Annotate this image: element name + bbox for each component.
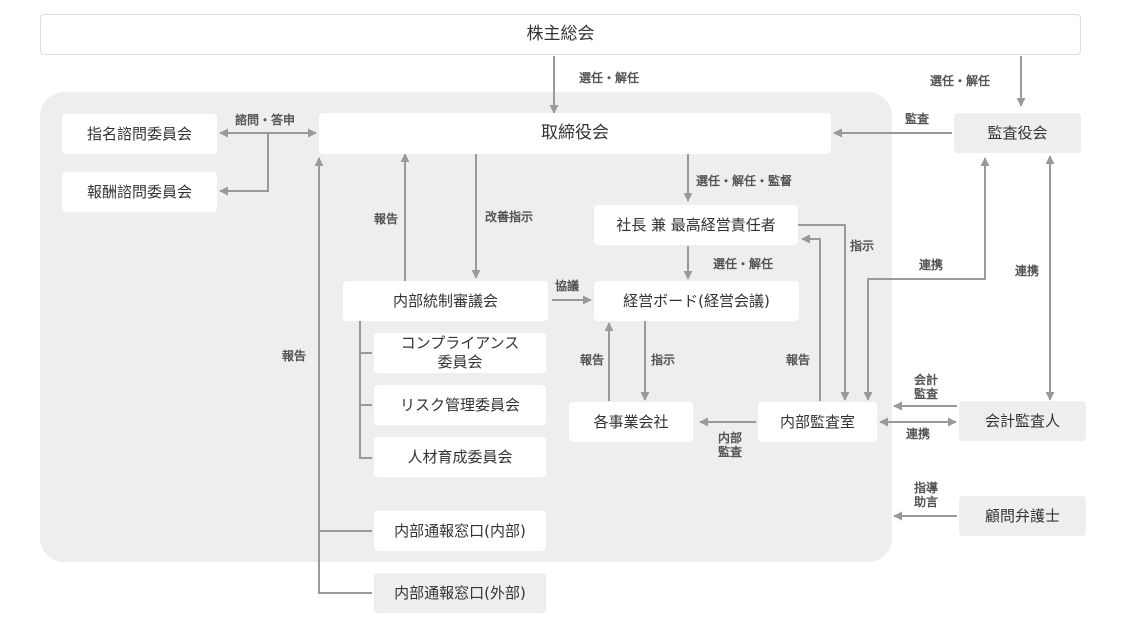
board-box: 取締役会 — [319, 113, 831, 154]
internal-control-box: 内部統制審議会 — [343, 281, 548, 321]
label-internal-audit-2: 監査 — [718, 445, 743, 460]
label-liaison-right: 連携 — [1015, 264, 1040, 278]
arrow-audit-president — [801, 234, 821, 401]
label-elect-mgmt: 選任・解任 — [713, 257, 774, 271]
hotline-external-box: 内部通報窓口(外部) — [374, 573, 546, 613]
label-liaison-bottom: 連携 — [906, 427, 931, 441]
accounting-auditor-box: 会計監査人 — [959, 401, 1086, 441]
nomination-committee-box: 指名諮問委員会 — [62, 114, 217, 154]
label-deliberation: 協議 — [555, 279, 580, 293]
label-instruct-mgmt: 指示 — [651, 353, 676, 367]
remuneration-committee-box: 報酬諮問委員会 — [62, 172, 217, 212]
arrow-president-audit — [798, 224, 850, 401]
label-consult: 諮問・答申 — [235, 113, 296, 127]
auditors-box: 監査役会 — [954, 113, 1081, 153]
label-guidance-2: 助言 — [914, 495, 939, 510]
compliance-committee-box: コンプライアンス 委員会 — [374, 333, 546, 373]
president-box: 社長 兼 最高経営責任者 — [594, 205, 798, 245]
compliance-line-2: 委員会 — [437, 353, 483, 371]
label-improve: 改善指示 — [485, 210, 534, 224]
label-internal-audit-1: 内部 — [718, 431, 743, 445]
legal-advisor-box: 顧問弁護士 — [959, 496, 1086, 536]
committee-bracket — [359, 321, 372, 459]
shareholders-box: 株主総会 — [40, 14, 1081, 55]
label-instruct-audit: 指示 — [850, 239, 875, 253]
label-report-audit: 報告 — [786, 353, 811, 367]
label-accounting-audit-2: 監査 — [914, 387, 939, 402]
label-internal-audit: 内部 監査 — [718, 431, 742, 460]
label-report-left: 報告 — [282, 349, 307, 363]
label-accounting-audit: 会計 監査 — [914, 373, 938, 402]
label-elect-board: 選任・解任 — [579, 71, 640, 85]
label-guidance: 指導 助言 — [914, 481, 938, 510]
arrow-audit-auditors — [863, 157, 990, 401]
hr-committee-box: 人材育成委員会 — [374, 437, 546, 477]
label-liaison-left: 連携 — [919, 258, 944, 272]
internal-audit-box: 内部監査室 — [758, 402, 877, 442]
management-board-box: 経営ボード(経営会議) — [594, 281, 799, 321]
label-accounting-audit-1: 会計 — [914, 373, 939, 387]
label-audit: 監査 — [905, 112, 930, 126]
label-report-mgmt: 報告 — [580, 353, 605, 367]
label-elect-auditors: 選任・解任 — [930, 74, 991, 88]
business-companies-box: 各事業会社 — [569, 402, 693, 442]
compliance-line-1: コンプライアンス — [400, 334, 520, 353]
label-report-board: 報告 — [374, 212, 399, 226]
label-elect-supervise: 選任・解任・監督 — [696, 174, 793, 188]
risk-committee-box: リスク管理委員会 — [374, 385, 546, 425]
label-guidance-1: 指導 — [914, 481, 939, 495]
hotline-internal-box: 内部通報窓口(内部) — [374, 511, 546, 551]
arrow-hotline-board — [314, 157, 372, 594]
arrow-remuneration — [219, 133, 269, 196]
company-area — [40, 92, 892, 562]
